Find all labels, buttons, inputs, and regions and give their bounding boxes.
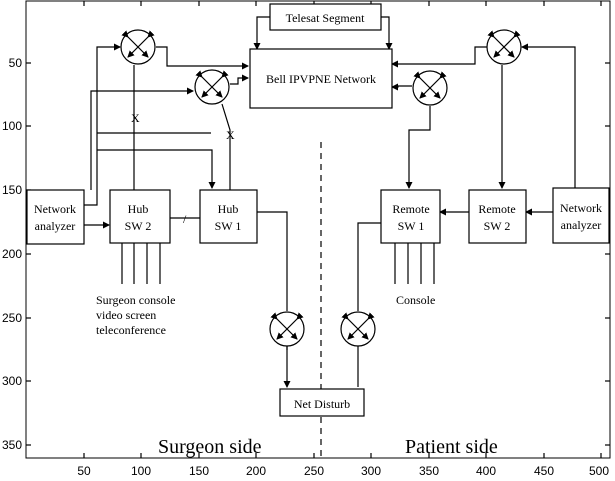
- x-mark-right: X: [226, 128, 235, 142]
- y-axis-ticks: [26, 62, 610, 446]
- y-tick-label: 350: [2, 438, 22, 452]
- network-analyzer-left-line-1: Network: [34, 202, 76, 216]
- x-tick-label: 450: [534, 464, 554, 478]
- telesat-segment-label: Telesat Segment: [286, 11, 365, 25]
- x-tick-label: 350: [419, 464, 439, 478]
- surgeon-side-label: Surgeon side: [158, 436, 262, 458]
- y-tick-label: 250: [2, 311, 22, 325]
- surgeon-devices-line-3: teleconference: [96, 323, 166, 337]
- remote-sw1-line-1: Remote: [392, 202, 429, 216]
- hub-sw1-box: Hub SW 1: [199, 189, 258, 244]
- x-tick-label: 200: [246, 464, 266, 478]
- net-disturb-box: Net Disturb: [279, 388, 365, 417]
- remote-sw2-line-1: Remote: [478, 202, 515, 216]
- surgeon-devices-line-2: video screen: [96, 308, 156, 322]
- x-tick-label: 400: [476, 464, 496, 478]
- plot-frame: [25, 0, 611, 459]
- y-tick-label: 300: [2, 374, 22, 388]
- y-tick-label: 100: [2, 119, 22, 133]
- x-axis-ticks: [83, 1, 602, 458]
- mixer-node-top-left: [120, 29, 156, 65]
- hub-sw1-line-2: SW 1: [215, 219, 242, 233]
- telesat-segment-box: Telesat Segment: [269, 3, 382, 31]
- mixer-node-top-right: [486, 29, 522, 65]
- remote-sw2-line-2: SW 2: [484, 219, 511, 233]
- network-analyzer-right-line-2: analyzer: [561, 218, 602, 232]
- x-tick-label: 300: [361, 464, 381, 478]
- patient-devices-label: Console: [396, 293, 435, 307]
- remote-sw2-box: Remote SW 2: [468, 189, 527, 244]
- connections: [84, 16, 576, 388]
- remote-sw1-line-2: SW 1: [398, 219, 425, 233]
- mixer-node-left-middle: [194, 69, 230, 105]
- mixer-node-right-middle: [412, 70, 448, 106]
- x-tick-label: 50: [77, 464, 91, 478]
- bell-network-box: Bell IPVPNE Network: [249, 48, 393, 109]
- network-analyzer-left-box: Network analyzer: [26, 189, 85, 245]
- mixer-node-bottom-left: [269, 311, 305, 347]
- remote-sw1-box: Remote SW 1: [380, 189, 441, 244]
- network-analyzer-right-line-1: Network: [560, 201, 602, 215]
- network-analyzer-right-box: Network analyzer: [552, 187, 610, 244]
- hub-sw2-line-1: Hub: [128, 202, 149, 216]
- y-tick-label: 200: [2, 247, 22, 261]
- x-tick-label: 250: [304, 464, 324, 478]
- bell-network-label: Bell IPVPNE Network: [266, 72, 376, 86]
- mixer-node-bottom-right: [340, 311, 376, 347]
- x-tick-label: 100: [131, 464, 151, 478]
- surgeon-devices-line-1: Surgeon console: [96, 293, 175, 307]
- y-tick-label: 150: [2, 183, 22, 197]
- x-tick-label: 150: [189, 464, 209, 478]
- x-tick-label: 500: [589, 464, 609, 478]
- net-disturb-label: Net Disturb: [294, 397, 350, 411]
- y-tick-label: 50: [9, 56, 23, 70]
- hub-sw2-box: Hub SW 2: [109, 189, 171, 244]
- x-mark-left: X: [131, 111, 140, 125]
- patient-side-label: Patient side: [405, 436, 498, 458]
- slash-mark: /: [183, 212, 187, 226]
- network-analyzer-left-line-2: analyzer: [35, 219, 76, 233]
- hub-sw1-line-1: Hub: [218, 202, 239, 216]
- hub-sw2-line-2: SW 2: [125, 219, 152, 233]
